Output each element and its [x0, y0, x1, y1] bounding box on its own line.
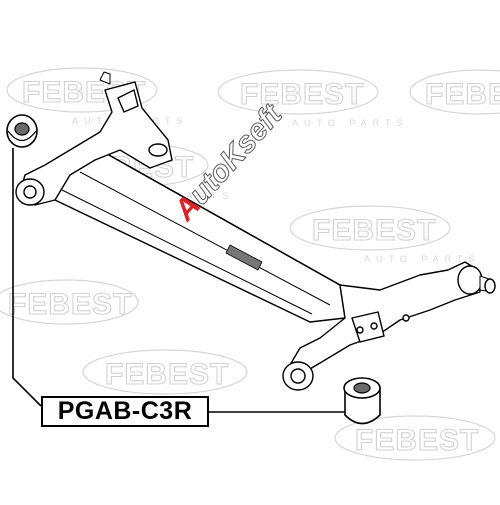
part-number-label: PGAB-C3R	[41, 396, 209, 427]
watermark-brand: FEBEST	[8, 288, 132, 321]
bushing-callouts	[6, 114, 381, 425]
right-bolt-2	[370, 322, 378, 330]
axle-beam-inner-edge	[79, 171, 331, 306]
axle-beam-center-strip	[225, 244, 263, 271]
left-stud	[99, 71, 111, 85]
axle-beam-drawing	[15, 71, 496, 391]
bushing-icon-left	[6, 114, 38, 148]
right-bolt-3	[402, 314, 410, 322]
watermark-1: FEBEST AUTO PARTS	[6, 67, 183, 126]
right-bushing-hole	[290, 368, 306, 384]
right-spring-seat	[351, 311, 385, 343]
watermark-tagline: AUTO PARTS	[364, 254, 481, 264]
leader-line-left	[12, 148, 42, 407]
watermark-brand: FEBEST	[312, 214, 436, 247]
watermark-2: FEBEST AUTO PARTS	[217, 69, 409, 128]
axle-beam-top-edge	[99, 149, 341, 286]
axle-beam-lower-edge	[61, 189, 313, 315]
watermark-brand: FEBEST	[240, 78, 364, 111]
watermark-7: FEBEST	[82, 349, 248, 395]
watermark-8: FEBEST	[334, 415, 496, 461]
watermark-6: FEBEST	[0, 279, 139, 325]
left-spring-seat	[117, 89, 139, 113]
bushing-icon-right	[343, 377, 381, 425]
right-bolt-1	[356, 326, 364, 334]
watermark-brand: FEBEST	[105, 358, 229, 391]
right-spindle-flange	[457, 265, 483, 295]
left-trailing-arm	[19, 81, 173, 206]
watermark-5: FEBEST AUTO PARTS	[289, 205, 481, 264]
right-trailing-arm	[289, 261, 481, 373]
watermark-tagline: AUTO PARTS	[292, 118, 409, 128]
watermark-brand: FEBEST	[425, 78, 500, 111]
right-spindle-cap	[484, 278, 496, 294]
left-bushing-hole	[23, 185, 37, 199]
watermark-3: FEBEST	[409, 69, 500, 115]
watermark-brand: FEBEST	[355, 424, 479, 457]
part-number-text: PGAB-C3R	[57, 397, 193, 425]
left-bracket-hole	[148, 143, 168, 157]
